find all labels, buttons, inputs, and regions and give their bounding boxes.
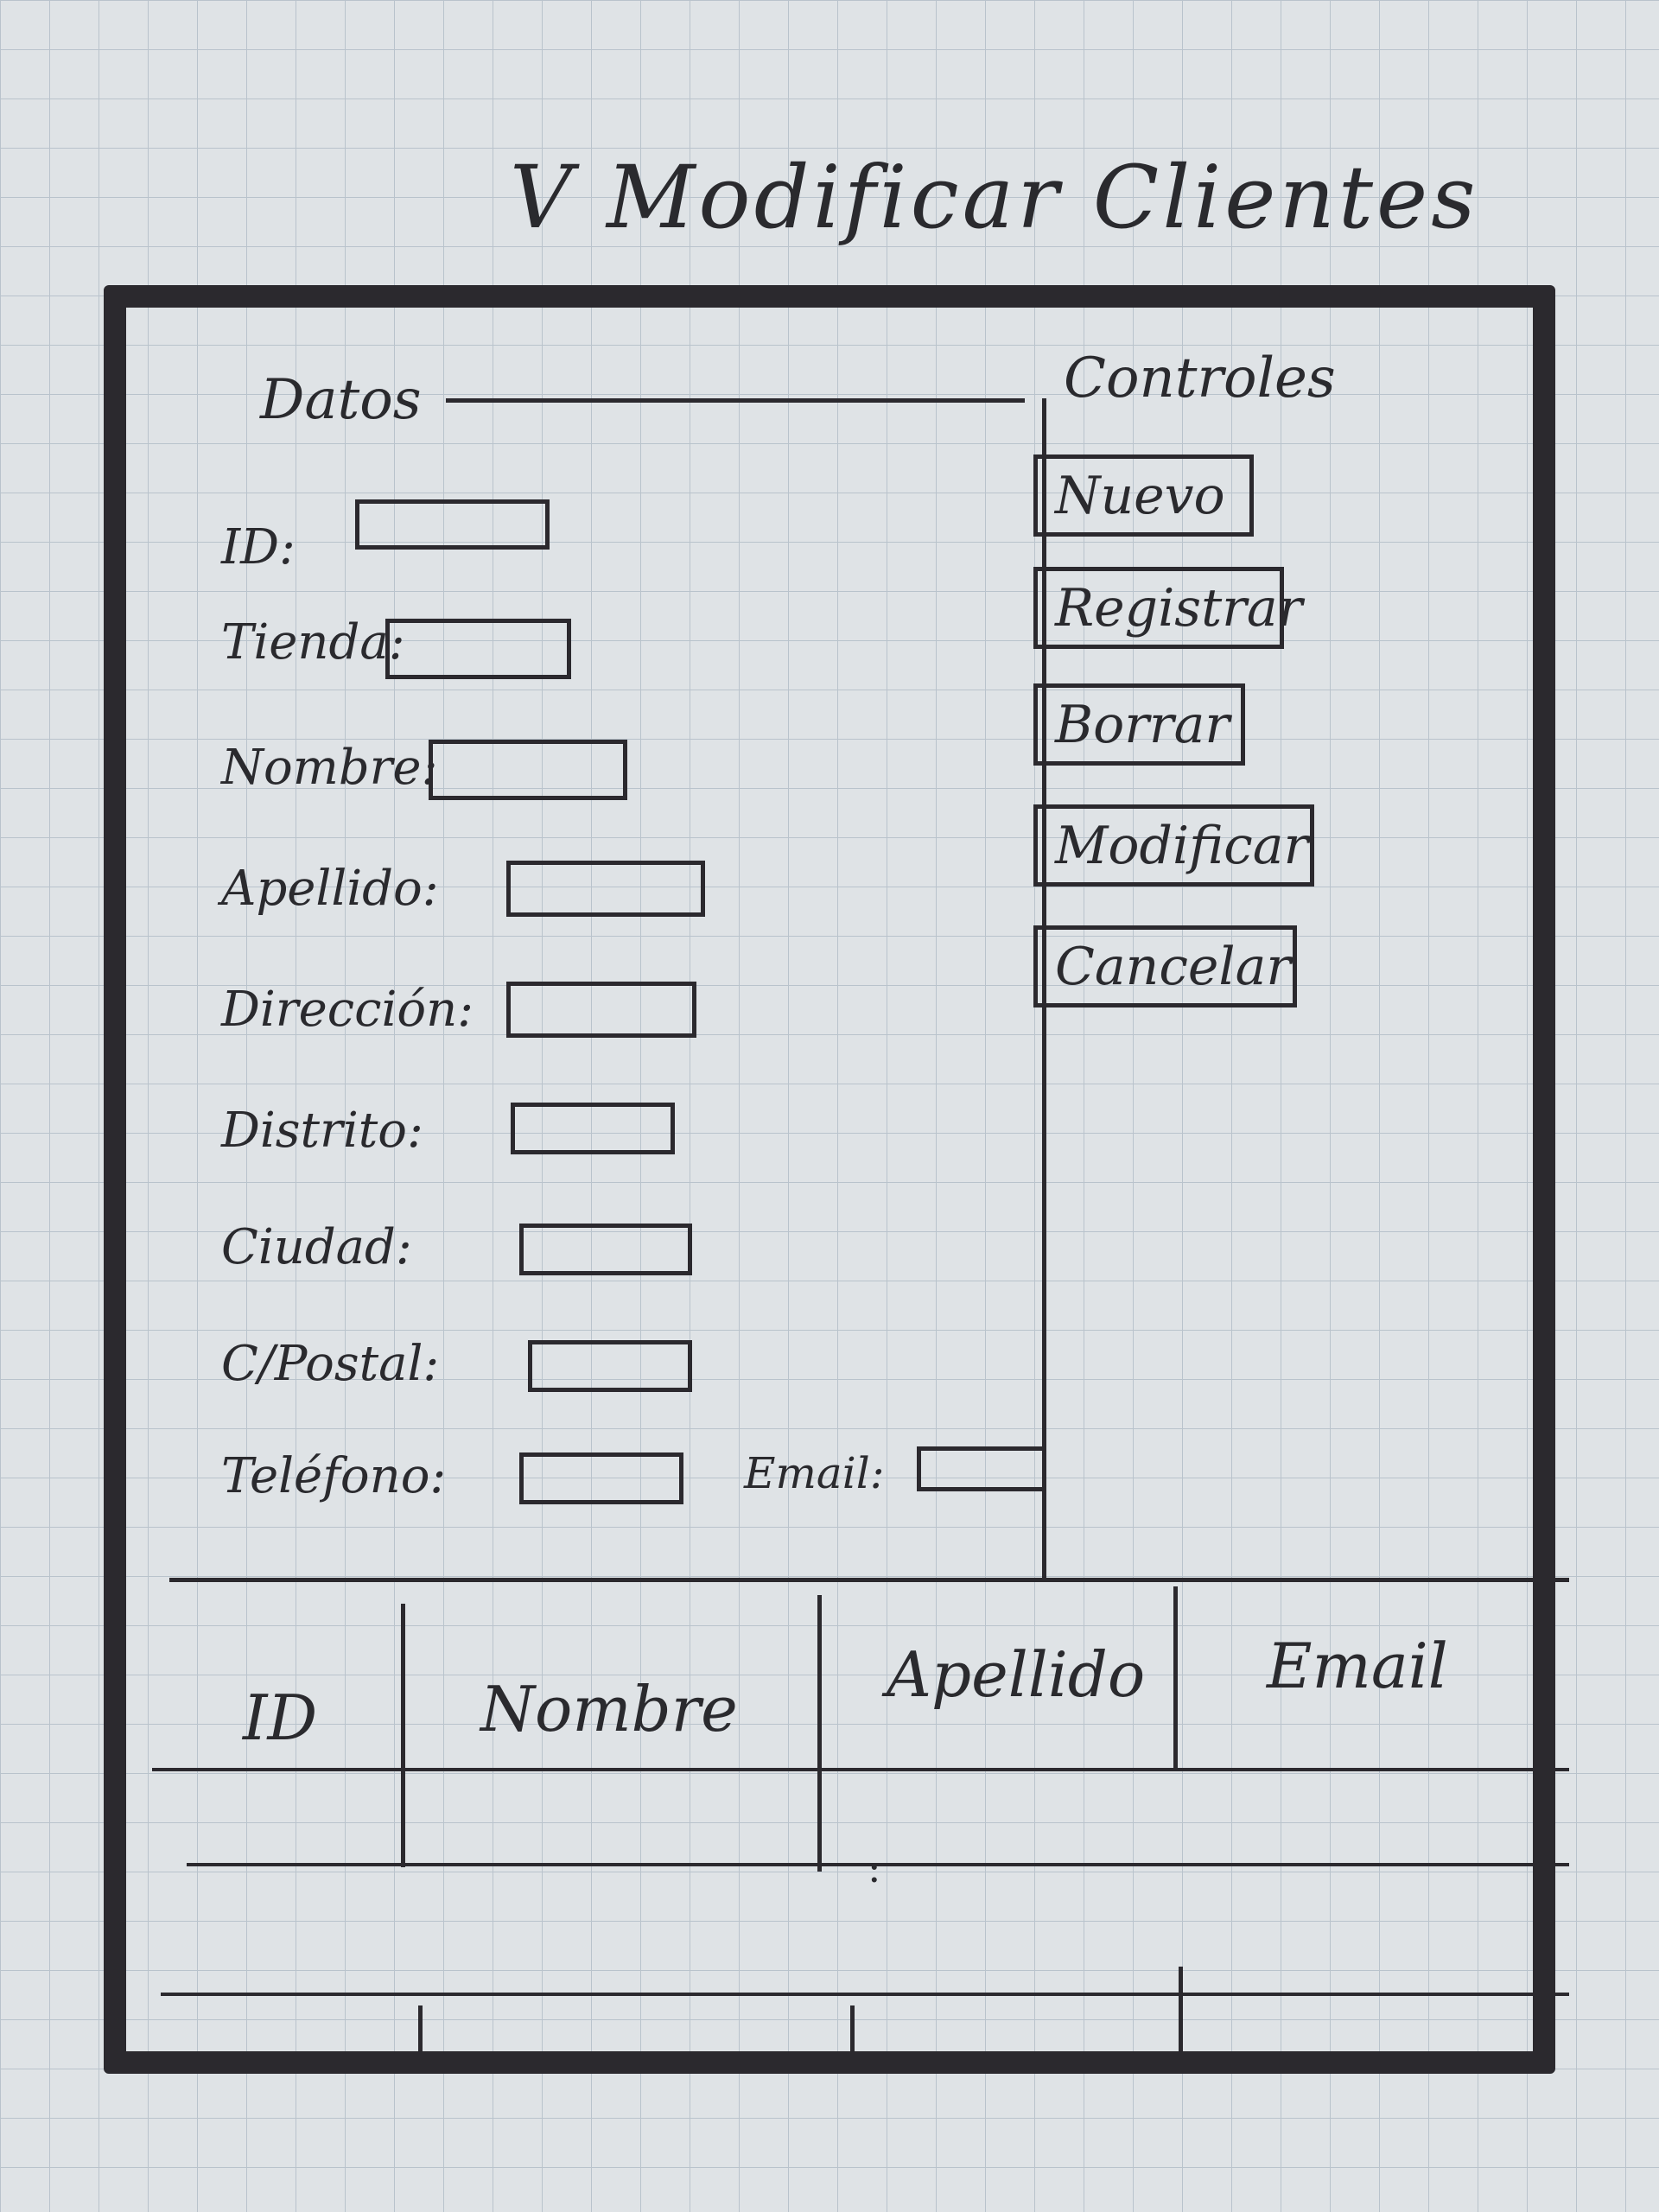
tienda-input[interactable] xyxy=(385,619,571,679)
nombre-input[interactable] xyxy=(429,740,627,800)
email-input[interactable] xyxy=(917,1446,1046,1491)
modificar-button[interactable]: Modificar xyxy=(1033,804,1314,887)
id-input[interactable] xyxy=(355,499,550,550)
table-header-id: ID xyxy=(243,1681,318,1754)
field-tienda-label: Tienda: xyxy=(221,614,405,671)
apellido-input[interactable] xyxy=(506,861,705,917)
cpostal-input[interactable] xyxy=(528,1340,692,1392)
field-ciudad-label: Ciudad: xyxy=(221,1219,412,1275)
table-column-divider xyxy=(850,2005,855,2057)
registrar-button[interactable]: Registrar xyxy=(1033,567,1302,649)
direccion-input[interactable] xyxy=(506,982,696,1038)
distrito-input[interactable] xyxy=(511,1103,675,1154)
field-telefono-label: Teléfono: xyxy=(221,1448,447,1504)
table-ellipsis: : xyxy=(868,1845,881,1891)
vertical-divider xyxy=(1042,398,1046,1578)
cancelar-button[interactable]: Cancelar xyxy=(1033,925,1297,1007)
field-apellido-label: Apellido: xyxy=(221,861,439,917)
table-header-nombre: Nombre xyxy=(480,1673,738,1745)
table-row[interactable] xyxy=(187,1863,1569,1866)
field-id-label: ID: xyxy=(221,519,296,575)
table-column-divider xyxy=(401,1604,405,1867)
table-column-divider xyxy=(418,2005,423,2057)
table-header-apellido: Apellido xyxy=(887,1638,1146,1711)
borrar-button[interactable]: Borrar xyxy=(1033,683,1245,766)
field-distrito-label: Distrito: xyxy=(221,1103,423,1159)
field-email-label: Email: xyxy=(744,1448,885,1498)
window-title: V Modificar Clientes xyxy=(510,147,1479,248)
field-direccion-label: Dirección: xyxy=(221,982,474,1038)
main-window: Datos ID: Tienda: Nombre: Apellido: Dire… xyxy=(104,285,1569,2074)
field-cpostal-label: C/Postal: xyxy=(221,1336,440,1392)
table-column-divider xyxy=(817,1595,822,1872)
table-row-divider xyxy=(161,1993,1569,1996)
field-nombre-label: Nombre: xyxy=(221,740,438,796)
horizontal-divider xyxy=(169,1578,1569,1582)
ciudad-input[interactable] xyxy=(519,1224,692,1275)
table-column-divider xyxy=(1179,1967,1183,2053)
table-column-divider xyxy=(1173,1586,1178,1768)
nuevo-button[interactable]: Nuevo xyxy=(1033,454,1254,537)
table-header-email: Email xyxy=(1267,1630,1448,1702)
table-row-divider xyxy=(152,1768,1569,1771)
controles-group-title: Controles xyxy=(1064,346,1336,410)
datos-group-title: Datos xyxy=(260,368,422,432)
telefono-input[interactable] xyxy=(519,1452,683,1504)
datos-separator xyxy=(446,398,1025,403)
